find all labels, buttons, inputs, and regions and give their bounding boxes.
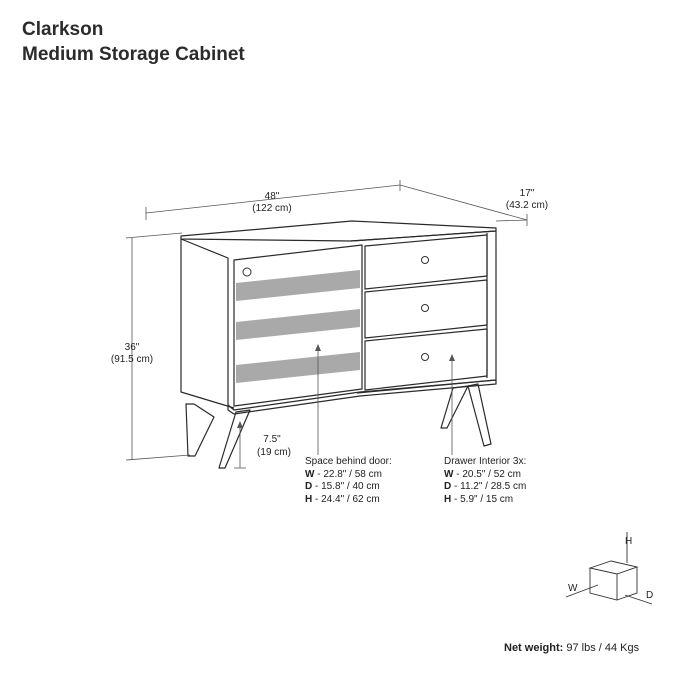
leg-front-right xyxy=(467,383,492,447)
depth-cm: (43.2 cm) xyxy=(506,200,548,211)
door-knob xyxy=(242,267,252,277)
drawer-knob-1 xyxy=(421,256,429,264)
leg-rear-right xyxy=(440,385,469,429)
sliding-door xyxy=(233,244,363,407)
space-behind-door-row: H - 24.4" / 62 cm xyxy=(305,493,380,505)
height-cm: (91.5 cm) xyxy=(111,354,153,365)
leg-front-left xyxy=(185,403,215,457)
axis-cube-icon xyxy=(565,532,653,605)
drawer-interior-row: W - 20.5" / 52 cm xyxy=(444,468,521,480)
drawer-3 xyxy=(364,328,488,391)
axis-w-label: W xyxy=(568,583,578,594)
depth-inches: 17" xyxy=(520,188,535,199)
door-pattern xyxy=(236,270,360,383)
width-inches: 48" xyxy=(265,191,280,202)
leg-front-center xyxy=(218,409,251,469)
product-subtitle: Medium Storage Cabinet xyxy=(22,44,245,65)
cabinet-front-right xyxy=(350,230,497,394)
depth-dimension-line xyxy=(399,184,528,221)
axis-h-label: H xyxy=(625,536,632,547)
cabinet-left-side xyxy=(180,239,235,409)
space-behind-door-heading: Space behind door: xyxy=(305,456,392,467)
space-behind-door-row: W - 22.8" / 58 cm xyxy=(305,468,382,480)
product-name: Clarkson xyxy=(22,19,104,40)
drawer-1 xyxy=(364,234,488,290)
net-weight: Net weight: 97 lbs / 44 Kgs xyxy=(504,642,639,654)
axis-d-label: D xyxy=(646,590,653,601)
left-edge-line xyxy=(180,238,229,405)
space-behind-door-row: D - 15.8" / 40 cm xyxy=(305,481,380,492)
drawer-interior-row: H - 5.9" / 15 cm xyxy=(444,493,514,505)
drawer-knob-2 xyxy=(421,304,429,312)
space-behind-door-specs: Space behind door: W - 22.8" / 58 cm D -… xyxy=(305,456,392,506)
drawer-knob-3 xyxy=(421,353,429,361)
leg-height-cm: (19 cm) xyxy=(257,447,291,458)
width-cm: (122 cm) xyxy=(252,203,291,214)
drawer-interior-heading: Drawer Interior 3x: xyxy=(444,456,527,467)
height-inches: 36" xyxy=(125,342,140,353)
net-weight-value: 97 lbs / 44 Kgs xyxy=(563,642,640,654)
drawer-interior-specs: Drawer Interior 3x: W - 20.5" / 52 cm D … xyxy=(444,456,526,506)
base-rail xyxy=(227,379,497,415)
net-weight-label: Net weight: xyxy=(504,642,564,654)
drawer-2 xyxy=(364,279,488,339)
width-dimension-line xyxy=(145,184,401,214)
drawer-interior-row: D - 11.2" / 28.5 cm xyxy=(444,481,527,492)
leg-height-inches: 7.5" xyxy=(263,434,281,445)
